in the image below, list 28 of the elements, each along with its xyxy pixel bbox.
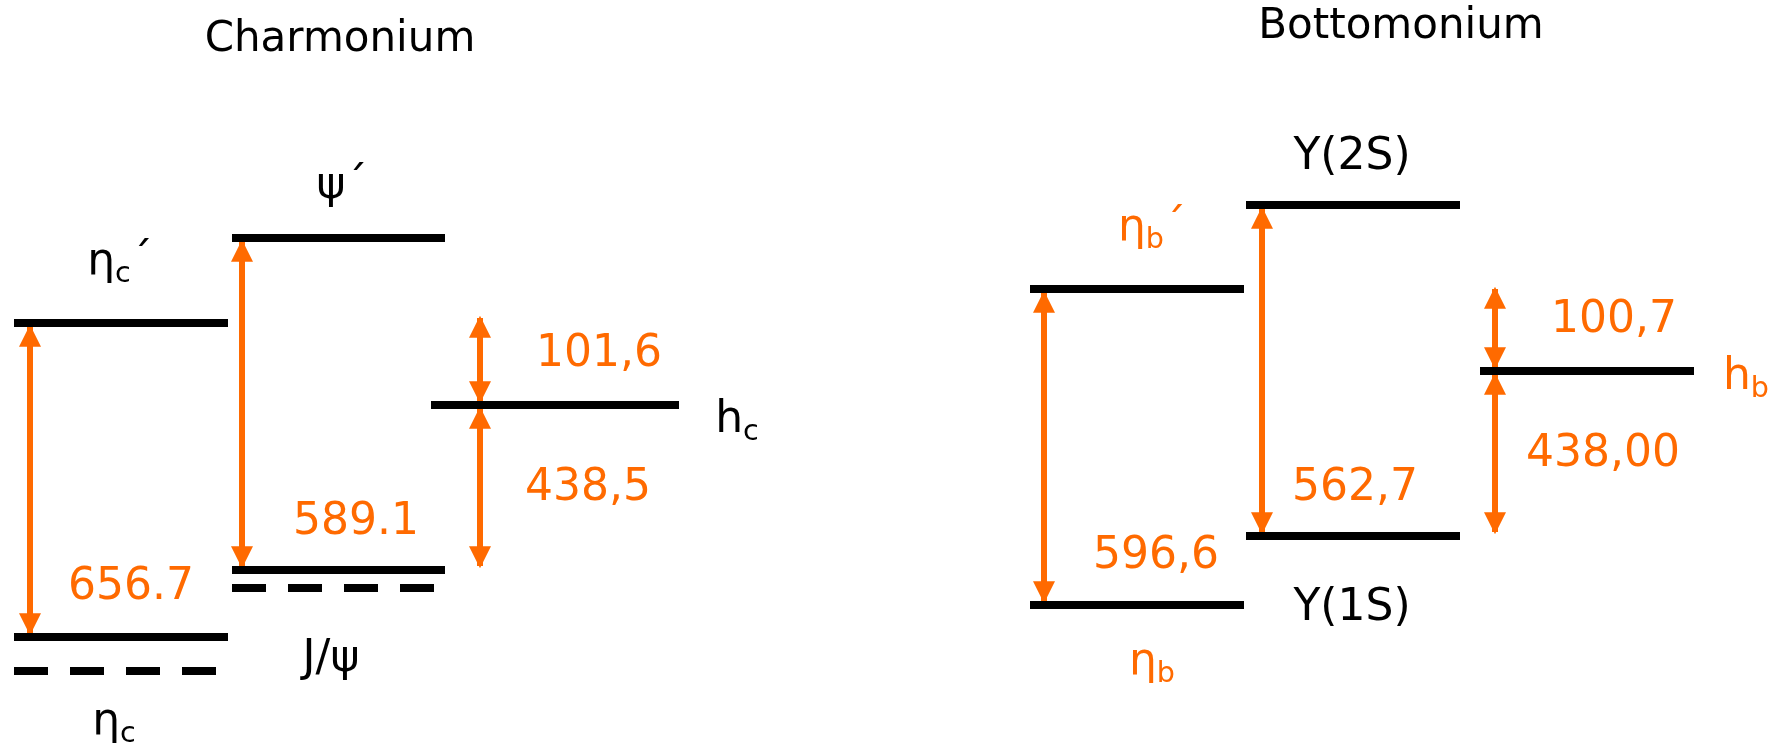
energy-difference-label: 438,00 bbox=[1526, 429, 1680, 473]
state-label: η$_{c}$´ bbox=[87, 236, 153, 288]
energy-difference-label: 438,5 bbox=[525, 463, 651, 507]
energy-difference-label: 589.1 bbox=[293, 497, 419, 541]
state-label: η$_{b}$´ bbox=[1118, 202, 1186, 254]
group-label: Charmonium bbox=[204, 16, 476, 58]
energy-difference-label: 656.7 bbox=[68, 562, 194, 606]
double-arrow bbox=[1033, 290, 1055, 604]
double-arrow bbox=[469, 315, 491, 404]
state-label: ψ´ bbox=[316, 161, 368, 205]
state-label: h$_{b}$ bbox=[1723, 351, 1769, 403]
double-arrow bbox=[469, 406, 491, 569]
state-label: h$_{c}$ bbox=[715, 394, 759, 446]
energy-difference-label: 101,6 bbox=[536, 329, 662, 373]
state-label: Y(1S) bbox=[1293, 583, 1411, 627]
energy-difference-label: 100,7 bbox=[1551, 295, 1677, 339]
energy-difference-label: 562,7 bbox=[1292, 463, 1418, 507]
group-label: Bottomonium bbox=[1258, 3, 1544, 45]
state-label: η$_{c}$ bbox=[92, 696, 136, 748]
state-label: Y(2S) bbox=[1293, 132, 1411, 176]
double-arrow bbox=[1251, 206, 1273, 535]
state-label: J/ψ bbox=[302, 634, 360, 678]
state-label: η$_{b}$ bbox=[1129, 636, 1175, 688]
energy-difference-label: 596,6 bbox=[1093, 531, 1219, 575]
double-arrow bbox=[231, 239, 253, 569]
double-arrow bbox=[19, 324, 41, 636]
double-arrow bbox=[1484, 372, 1506, 535]
double-arrow bbox=[1484, 286, 1506, 370]
